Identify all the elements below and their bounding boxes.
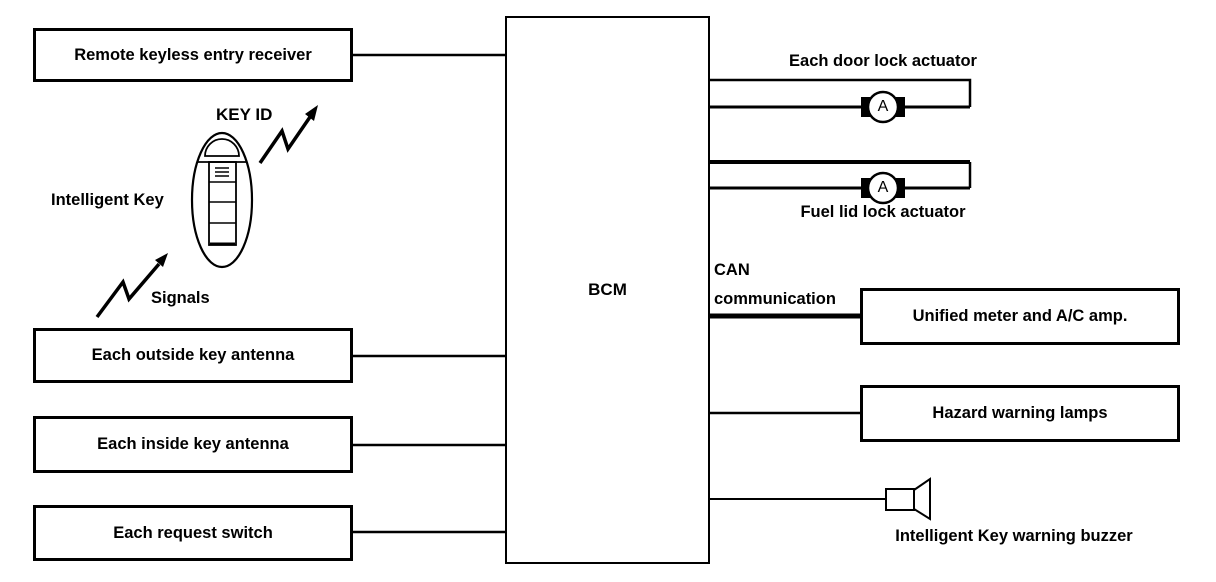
box-unified-meter-ac-amp: Unified meter and A/C amp.: [860, 288, 1180, 345]
box-hazard-warning-lamps: Hazard warning lamps: [860, 385, 1180, 442]
label-intelligent-key: Intelligent Key: [51, 191, 164, 209]
box-bcm: BCM: [505, 16, 710, 564]
box-each-inside-key-antenna: Each inside key antenna: [33, 416, 353, 473]
signals-signal-arrow-icon: [95, 253, 168, 319]
key-id-signal-arrow-icon: [258, 105, 318, 164]
label-key-id: KEY ID: [216, 105, 273, 124]
label-can: CAN: [714, 261, 750, 279]
box-each-request-switch: Each request switch: [33, 505, 353, 561]
label-fuel-lid-lock-actuator: Fuel lid lock actuator: [800, 203, 966, 221]
door-lock-motor-icon: [861, 90, 905, 124]
fuel-lid-motor-icon: [861, 171, 905, 205]
label-can-communication: communication: [714, 290, 836, 308]
door-lock-motor-letter: A: [877, 98, 889, 115]
box-remote-keyless-entry-receiver: Remote keyless entry receiver: [33, 28, 353, 82]
fuel-lid-motor-letter: A: [877, 179, 889, 196]
door-lock-circuit-top-line: [708, 78, 972, 107]
box-each-outside-key-antenna: Each outside key antenna: [33, 328, 353, 383]
label-signals: Signals: [151, 289, 210, 307]
buzzer-speaker-icon: [885, 477, 931, 521]
label-intelligent-key-warning-buzzer: Intelligent Key warning buzzer: [895, 527, 1133, 545]
intelligent-key-fob-icon: [190, 131, 254, 269]
label-each-door-lock-actuator: Each door lock actuator: [789, 52, 977, 70]
